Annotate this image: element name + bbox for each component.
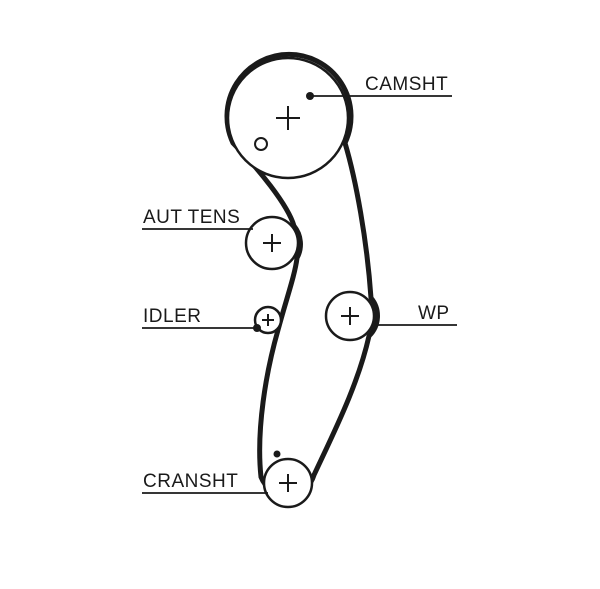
idler-label-group: IDLER xyxy=(142,306,261,332)
camshaft-timing-mark xyxy=(254,137,268,151)
camshaft-label: CAMSHT xyxy=(365,74,448,95)
crankshaft-pulley xyxy=(262,450,314,509)
idler-leader-dot xyxy=(253,324,261,332)
crankshaft-center-cross xyxy=(279,474,297,492)
tensioner-label: AUT TENS xyxy=(143,207,240,228)
camshaft-leader-dot xyxy=(306,92,314,100)
timing-belt-path xyxy=(224,51,380,498)
crankshaft-timing-dot xyxy=(273,450,281,458)
crankshaft-label-group: CRANSHT xyxy=(142,471,268,494)
crankshaft-label: CRANSHT xyxy=(143,471,238,492)
water-pump-center-cross xyxy=(341,307,359,325)
tensioner-center-cross xyxy=(263,234,281,252)
tensioner-label-group: AUT TENS xyxy=(142,207,253,230)
water-pump-label-group: WP xyxy=(377,303,457,326)
camshaft-label-group: CAMSHT xyxy=(306,74,452,100)
camshaft-pulley xyxy=(226,56,350,180)
idler-center-cross xyxy=(262,314,274,326)
water-pump-pulley xyxy=(324,290,376,342)
idler-pulley xyxy=(253,305,283,335)
idler-label: IDLER xyxy=(143,306,201,327)
water-pump-label: WP xyxy=(418,303,450,324)
tensioner-pulley xyxy=(244,215,300,271)
camshaft-center-cross xyxy=(276,106,300,130)
